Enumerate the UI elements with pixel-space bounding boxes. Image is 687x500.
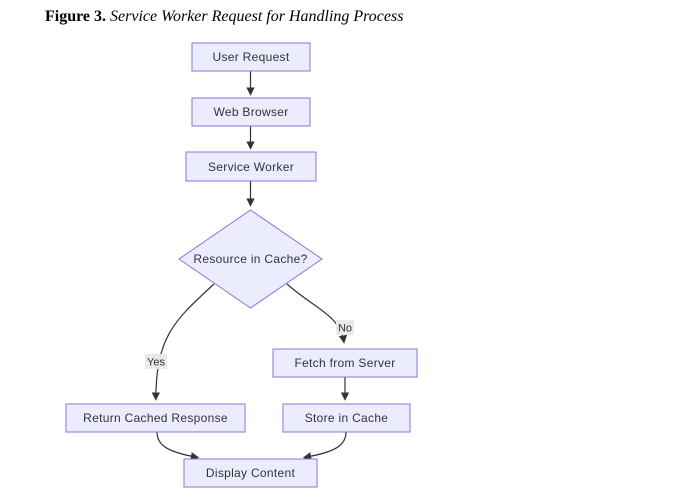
node-fetch-from-server-label: Fetch from Server (294, 356, 395, 370)
node-display-content-label: Display Content (206, 466, 296, 480)
edge-label-no: No (336, 320, 354, 335)
node-resource-in-cache-label: Resource in Cache? (193, 252, 307, 266)
edge-label-yes-text: Yes (147, 357, 165, 369)
node-web-browser: Web Browser (191, 97, 311, 127)
node-resource-in-cache-diamond (178, 209, 323, 309)
edge-decision-yes-to-return-cached (151, 283, 215, 401)
node-user-request-box (191, 42, 311, 72)
edge-store-cache-to-display (302, 431, 347, 461)
node-service-worker-box (185, 151, 317, 182)
edge-label-no-bg (336, 320, 354, 335)
node-store-in-cache-label: Store in Cache (305, 411, 389, 425)
node-resource-in-cache-decision: Resource in Cache? (178, 209, 323, 309)
figure-caption: Figure 3.Service Worker Request for Hand… (45, 8, 403, 26)
edge-label-no-text: No (338, 323, 352, 335)
node-fetch-from-server-box (272, 348, 418, 378)
node-return-cached-response-box (65, 403, 246, 433)
edge-label-yes-bg (145, 354, 167, 369)
node-service-worker-label: Service Worker (208, 160, 294, 174)
node-display-content-box (183, 458, 318, 488)
edge-return-cached-to-display (156, 431, 200, 461)
node-return-cached-response-label: Return Cached Response (83, 411, 228, 425)
node-service-worker: Service Worker (185, 151, 317, 182)
node-user-request-label: User Request (213, 50, 290, 64)
node-store-in-cache: Store in Cache (282, 403, 411, 433)
node-user-request: User Request (191, 42, 311, 72)
node-display-content: Display Content (183, 458, 318, 488)
node-web-browser-label: Web Browser (213, 105, 288, 119)
edge-decision-no-to-fetch-server (286, 283, 348, 344)
node-store-in-cache-box (282, 403, 411, 433)
figure-title: Service Worker Request for Handling Proc… (110, 8, 404, 25)
flowchart-edges (151, 71, 350, 461)
edge-label-yes: Yes (145, 354, 167, 369)
node-fetch-from-server: Fetch from Server (272, 348, 418, 378)
node-web-browser-box (191, 97, 311, 127)
node-return-cached-response: Return Cached Response (65, 403, 246, 433)
figure-label: Figure 3. (45, 8, 107, 25)
